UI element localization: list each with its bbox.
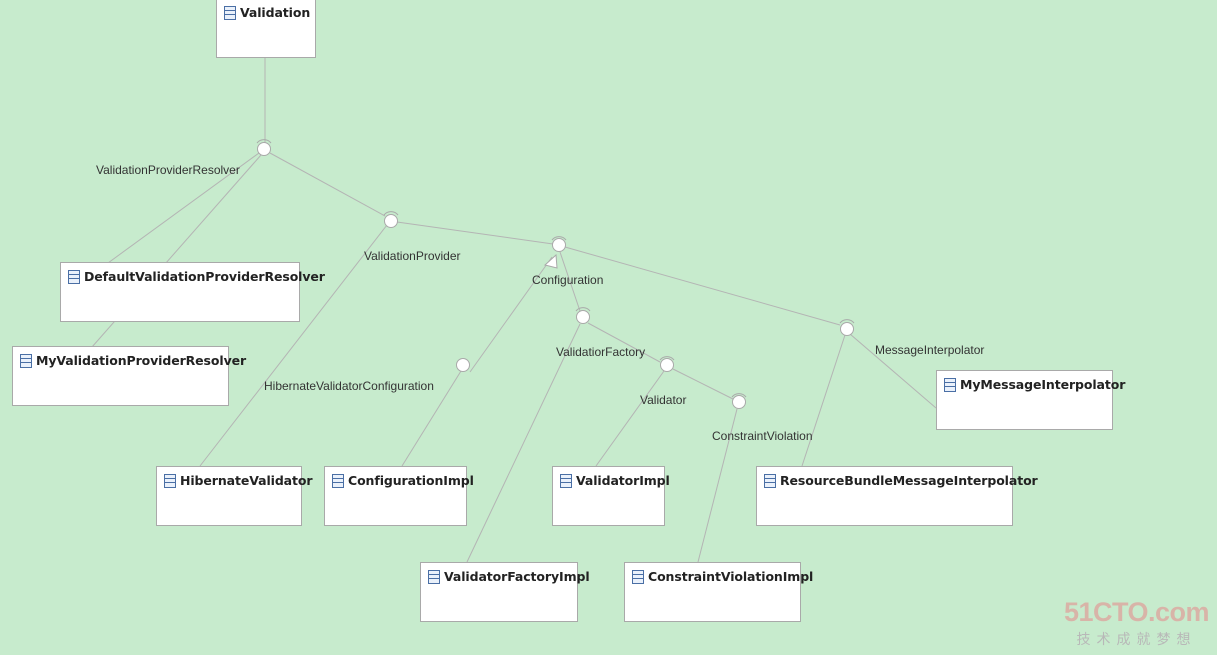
connector-resolver-to-default-resolver: [107, 152, 260, 264]
class-box-my-validation-provider-resolver[interactable]: MyValidationProviderResolver: [12, 346, 246, 406]
socket-validatior-factory: [575, 307, 591, 312]
class-icon: [632, 569, 644, 584]
lollipop-validation-provider-resolver: [257, 142, 271, 156]
class-name: ValidatorFactoryImpl: [444, 569, 590, 584]
connector-factory-to-validator: [587, 322, 661, 363]
class-box-default-validation-provider-resolver[interactable]: DefaultValidationProviderResolver: [60, 262, 325, 322]
generalization-arrowhead: [543, 253, 558, 269]
connector-provider-to-hibernate: [199, 224, 388, 467]
lollipop-hibernate-validator-configuration: [456, 358, 470, 372]
socket-validator: [659, 356, 675, 361]
class-icon: [560, 473, 572, 488]
class-box-validator-factory-impl[interactable]: ValidatorFactoryImpl: [420, 562, 590, 622]
interface-label-validation-provider-resolver: ValidationProviderResolver: [96, 163, 240, 177]
connector-configuration-to-interpolator: [564, 246, 841, 326]
class-name: MyValidationProviderResolver: [36, 353, 247, 368]
class-name: MyMessageInterpolator: [960, 377, 1126, 392]
interface-label-validation-provider: ValidationProvider: [364, 249, 461, 263]
socket-message-interpolator: [839, 319, 855, 324]
class-box-hibernate-validator[interactable]: HibernateValidator: [156, 466, 313, 526]
socket-configuration: [551, 236, 567, 241]
class-box-my-message-interpolator[interactable]: MyMessageInterpolator: [936, 370, 1125, 430]
class-box-constraint-violation-impl[interactable]: ConstraintViolationImpl: [624, 562, 813, 622]
interface-label-validator: Validator: [640, 393, 687, 407]
lollipop-validation-provider: [384, 214, 398, 228]
watermark: 51CTO.com 技术成就梦想: [1063, 597, 1210, 649]
class-icon: [164, 473, 176, 488]
class-icon: [764, 473, 776, 488]
class-icon: [428, 569, 440, 584]
connector-resolver-to-provider: [269, 152, 386, 217]
class-name: HibernateValidator: [180, 473, 313, 488]
connector-factory-to-factoryimpl: [466, 323, 581, 563]
lollipop-configuration: [552, 238, 566, 252]
connector-validator-to-violation: [672, 368, 734, 400]
class-icon: [68, 269, 80, 284]
interface-label-validatior-factory: ValidatiorFactory: [556, 345, 646, 359]
lollipop-message-interpolator: [840, 322, 854, 336]
interface-label-constraint-violation: ConstraintViolation: [712, 429, 813, 443]
connector-hibconfig-to-configimpl: [401, 370, 462, 467]
class-name: ValidatorImpl: [576, 473, 670, 488]
class-box-resource-bundle-message-interpolator[interactable]: ResourceBundleMessageInterpolator: [756, 466, 1038, 526]
lollipop-validator: [660, 358, 674, 372]
class-name: DefaultValidationProviderResolver: [84, 269, 325, 284]
interface-label-configuration: Configuration: [532, 273, 604, 287]
class-icon: [224, 5, 236, 20]
class-name: ResourceBundleMessageInterpolator: [780, 473, 1038, 488]
socket-validation-provider: [383, 211, 399, 216]
class-name: ConstraintViolationImpl: [648, 569, 814, 584]
class-box-configuration-impl[interactable]: ConfigurationImpl: [324, 466, 474, 526]
connector-validator-to-validatorimpl: [595, 370, 665, 467]
class-box-validation[interactable]: Validation: [216, 0, 316, 58]
connector-interpolator-to-resourcebundle: [801, 334, 846, 467]
class-name: Validation: [240, 5, 311, 20]
class-icon: [20, 353, 32, 368]
class-icon: [944, 377, 956, 392]
interface-label-hibernate-validator-configuration: HibernateValidatorConfiguration: [264, 379, 434, 393]
watermark-slogan: 技术成就梦想: [1076, 632, 1197, 648]
class-icon: [332, 473, 344, 488]
socket-constraint-violation: [731, 393, 747, 398]
connector-violation-to-violationimpl: [697, 408, 738, 563]
lollipop-validatior-factory: [576, 310, 590, 324]
connector-hibconfig-to-configuration: [469, 256, 553, 373]
watermark-logo: 51CTO.com: [1063, 597, 1210, 627]
interface-label-message-interpolator: MessageInterpolator: [875, 343, 985, 357]
class-name: ConfigurationImpl: [348, 473, 474, 488]
class-box-validator-impl[interactable]: ValidatorImpl: [552, 466, 670, 526]
socket-validation-provider-resolver: [256, 139, 272, 144]
connector-provider-to-configuration: [396, 221, 554, 245]
connector-interpolator-to-mymessage: [849, 333, 937, 409]
lollipop-constraint-violation: [732, 395, 746, 409]
connector-configuration-to-factory: [559, 251, 581, 312]
